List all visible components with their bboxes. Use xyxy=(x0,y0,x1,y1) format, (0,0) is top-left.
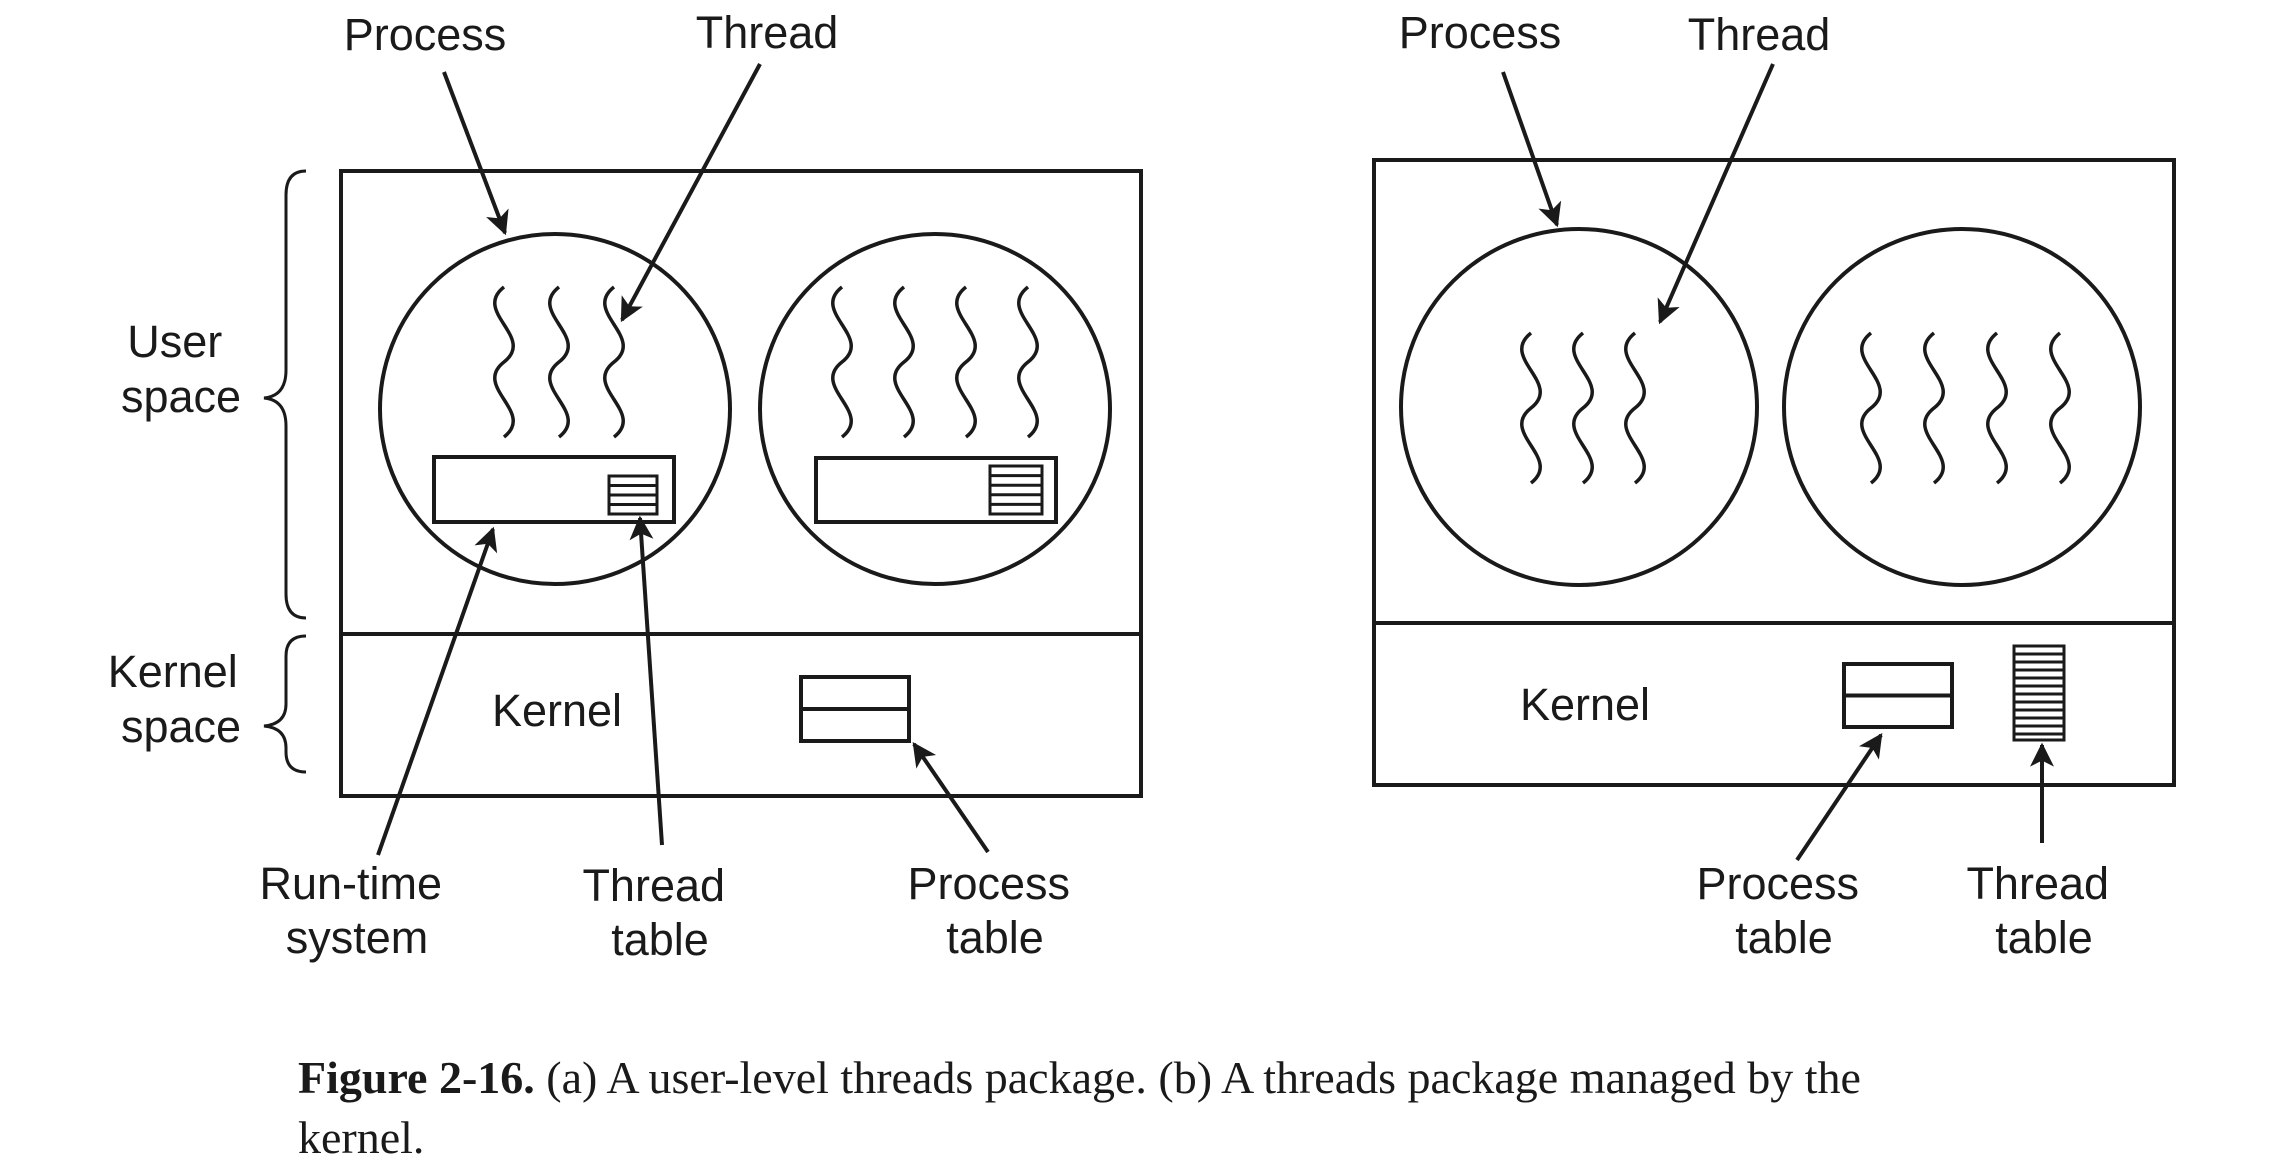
runtime-system-label: Run-time system xyxy=(259,858,454,963)
user-space-brace xyxy=(263,169,307,620)
figure-caption: Figure 2-16. (a) A user-level threads pa… xyxy=(298,1048,1998,1168)
diagram-b xyxy=(1372,63,2176,862)
process-table-icon-a xyxy=(799,675,911,743)
process-circle-b1 xyxy=(1399,227,1759,587)
process-table-label-b: Process table xyxy=(1696,858,1871,963)
process-table-label-a: Process table xyxy=(907,858,1082,963)
process-circle-b2 xyxy=(1782,227,2142,587)
process-circle-a2 xyxy=(758,232,1112,586)
thread-table-icon-a2 xyxy=(988,464,1044,516)
user-space-label: User space xyxy=(121,316,241,422)
kernel-label-a: Kernel xyxy=(492,685,622,736)
thread-label-b: Thread xyxy=(1688,9,1831,60)
thread-table-icon-b xyxy=(2012,644,2066,742)
system-box-b xyxy=(1372,158,2176,787)
figure-label: Figure 2-16. xyxy=(298,1052,535,1103)
runtime-system-box-a1 xyxy=(432,455,676,524)
arrow-process-table-a xyxy=(912,742,990,854)
thread-table-label-a: Thread table xyxy=(582,860,737,965)
kernel-space-label: Kernel space xyxy=(108,646,251,752)
thread-table-icon-a1 xyxy=(607,474,659,516)
arrow-thread-table-a xyxy=(629,515,664,846)
thread-squiggles-b1 xyxy=(1520,331,1646,485)
thread-squiggles-b2 xyxy=(1860,331,2071,485)
thread-label-a: Thread xyxy=(696,7,839,58)
process-table-icon-b xyxy=(1842,662,1954,729)
thread-squiggles-a2 xyxy=(831,285,1039,439)
process-label-a: Process xyxy=(344,9,507,60)
thread-squiggles-a1 xyxy=(493,285,625,439)
arrow-process-table-b xyxy=(1795,733,1883,862)
process-label-b: Process xyxy=(1399,7,1562,58)
arrow-process-a xyxy=(442,71,509,236)
process-circle-a1 xyxy=(378,232,732,586)
diagram-a xyxy=(263,63,1143,856)
labels-a: Process Thread User space Kernel space K… xyxy=(108,7,1082,965)
system-box-a xyxy=(339,169,1143,798)
arrow-runtime-system xyxy=(376,526,498,856)
arrow-thread-b xyxy=(1657,63,1775,325)
runtime-system-box-a2 xyxy=(814,456,1058,524)
thread-table-label-b: Thread table xyxy=(1966,858,2121,963)
kernel-label-b: Kernel xyxy=(1520,679,1650,730)
kernel-space-brace xyxy=(263,634,307,774)
caption-text: (a) A user-level threads package. (b) A … xyxy=(298,1052,1861,1163)
arrow-process-b xyxy=(1501,71,1562,228)
arrow-thread-a xyxy=(620,63,762,323)
labels-b: Process Thread Kernel Process table Thre… xyxy=(1399,7,2121,963)
